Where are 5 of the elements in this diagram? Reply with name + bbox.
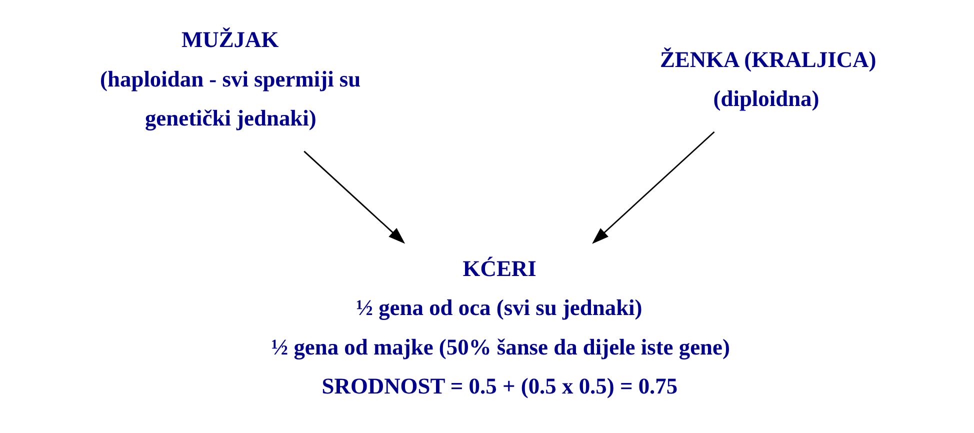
node-text: MUŽJAK (haploidan - svi spermiji su genetički jednaki)	[100, 27, 361, 131]
node-text: ŽENKA (KRALJICA) (diploidna)	[660, 46, 876, 112]
arrow	[592, 131, 715, 244]
arrow	[304, 150, 406, 244]
node-text: KĆERI ½ gena od oca (svi su jednaki) ½ gena od majke (50% šanse da dijele iste gene) SRODNOST = 0.5 + (0.5 x 0.5) = 0.75	[271, 256, 730, 399]
